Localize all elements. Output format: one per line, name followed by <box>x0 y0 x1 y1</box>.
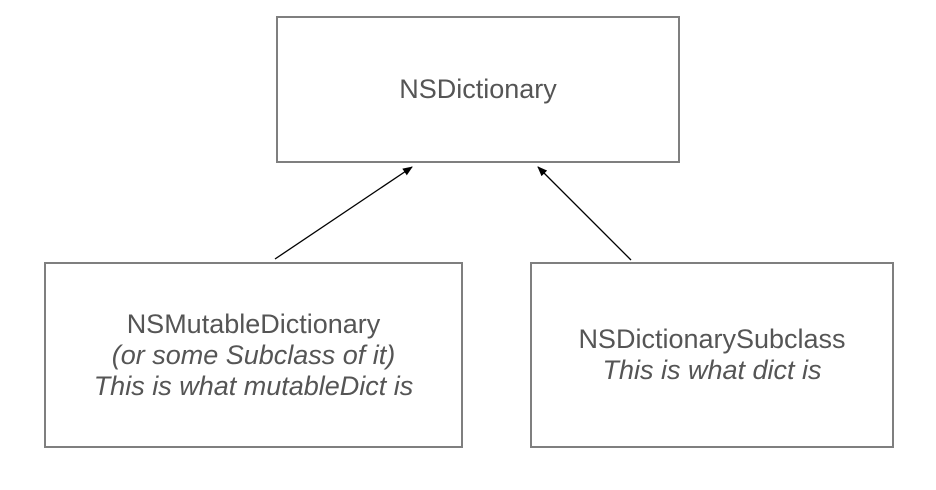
arrow-subclass-to-dictionary <box>537 166 632 261</box>
nsdictionarysubclass-box: NSDictionarySubclass This is what dict i… <box>530 262 894 448</box>
nsdictionary-title: NSDictionary <box>399 74 557 104</box>
arrow-mutable-to-dictionary <box>274 166 413 260</box>
nsmutabledictionary-title: NSMutableDictionary <box>126 308 381 339</box>
nsmutabledictionary-note-subclass: (or some Subclass of it) <box>111 339 396 370</box>
nsdictionary-box: NSDictionary <box>276 16 680 163</box>
nsdictionarysubclass-note-dict: This is what dict is <box>602 355 822 385</box>
nsmutabledictionary-note-mutabledict: This is what mutableDict is <box>93 370 414 401</box>
nsdictionarysubclass-title: NSDictionarySubclass <box>578 324 846 354</box>
nsmutabledictionary-box: NSMutableDictionary (or some Subclass of… <box>44 262 463 448</box>
